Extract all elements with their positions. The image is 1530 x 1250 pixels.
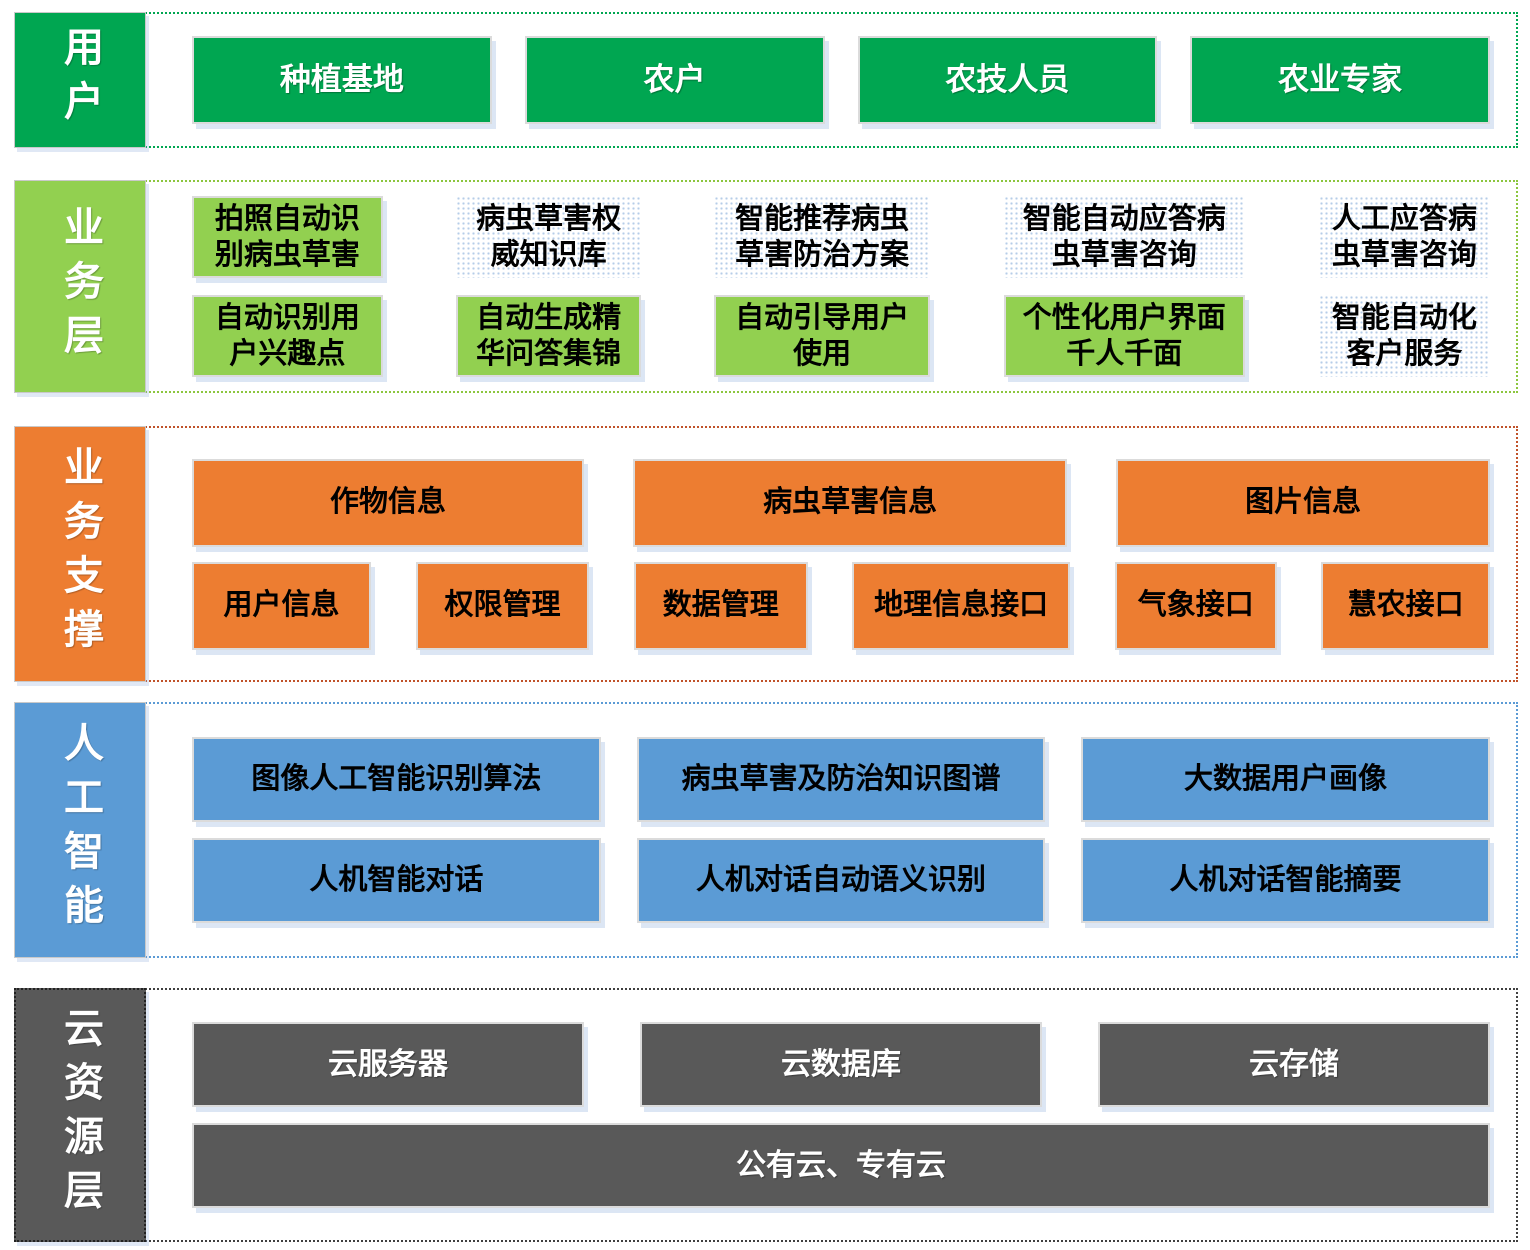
- support-row-1: 作物信息 病虫草害信息 图片信息: [192, 458, 1490, 547]
- support-row-2: 用户信息 权限管理 数据管理 地理信息接口 气象接口 慧农接口: [192, 561, 1490, 650]
- node-image-info: 图片信息: [1116, 458, 1490, 547]
- layer-cloud-content: 云服务器 云数据库 云存储 公有云、专有云: [192, 990, 1490, 1240]
- users-row: 种植基地 农户 农技人员 农业专家: [192, 36, 1490, 124]
- node-agri-expert: 农业专家: [1190, 36, 1490, 124]
- node-user-info: 用户信息: [192, 561, 372, 650]
- node-agri-technician: 农技人员: [857, 36, 1158, 124]
- node-dialog-summary: 人机对话智能摘要: [1081, 838, 1490, 923]
- node-human-machine-dialog: 人机智能对话: [192, 838, 601, 923]
- layer-cloud: 云资源层 云服务器 云数据库 云存储 公有云、专有云: [14, 988, 1518, 1242]
- node-planting-base: 种植基地: [192, 36, 492, 124]
- layer-ai-label: 人工智能: [14, 702, 146, 958]
- node-manual-answer-consult: 人工应答病 虫草害咨询: [1318, 196, 1490, 278]
- node-public-private-cloud: 公有云、专有云: [192, 1123, 1490, 1208]
- node-pest-knowledge-base: 病虫草害权 威知识库: [456, 196, 641, 278]
- ai-row-1: 图像人工智能识别算法 病虫草害及防治知识图谱 大数据用户画像: [192, 737, 1490, 822]
- layer-support-label: 业务支撑: [14, 426, 146, 682]
- node-huinong-interface: 慧农接口: [1321, 561, 1490, 650]
- layer-business-label: 业务层: [14, 180, 146, 393]
- layer-support-content: 作物信息 病虫草害信息 图片信息 用户信息 权限管理 数据管理 地理信息接口 气…: [192, 428, 1490, 680]
- cloud-row-1: 云服务器 云数据库 云存储: [192, 1022, 1490, 1107]
- node-permission-mgmt: 权限管理: [415, 561, 590, 650]
- node-bigdata-user-profile: 大数据用户画像: [1081, 737, 1490, 822]
- layer-users-label-text: 用户: [58, 26, 102, 134]
- layer-ai: 人工智能 图像人工智能识别算法 病虫草害及防治知识图谱 大数据用户画像 人机智能…: [14, 702, 1518, 958]
- node-image-ai-algorithm: 图像人工智能识别算法: [192, 737, 601, 822]
- node-smart-recommend-plan: 智能推荐病虫 草害防治方案: [714, 196, 930, 278]
- node-data-mgmt: 数据管理: [633, 561, 808, 650]
- node-auto-answer-consult: 智能自动应答病 虫草害咨询: [1003, 196, 1245, 278]
- node-pest-info: 病虫草害信息: [633, 458, 1067, 547]
- layer-support: 业务支撑 作物信息 病虫草害信息 图片信息 用户信息 权限管理 数据管理 地理信…: [14, 426, 1518, 682]
- node-auto-identify-interest: 自动识别用 户兴趣点: [192, 295, 383, 377]
- node-gis-interface: 地理信息接口: [852, 561, 1071, 650]
- node-photo-auto-identify: 拍照自动识 别病虫草害: [192, 196, 383, 278]
- node-auto-guide-user: 自动引导用户 使用: [714, 295, 930, 377]
- layer-support-label-text: 业务支撑: [58, 446, 102, 662]
- layer-cloud-label: 云资源层: [14, 988, 146, 1242]
- node-farmer: 农户: [524, 36, 825, 124]
- node-auto-generate-qa-digest: 自动生成精 华问答集锦: [456, 295, 641, 377]
- node-weather-interface: 气象接口: [1114, 561, 1277, 650]
- layer-users-label: 用户: [14, 12, 146, 148]
- layer-users: 用户 种植基地 农户 农技人员 农业专家: [14, 12, 1518, 148]
- node-cloud-database: 云数据库: [639, 1022, 1043, 1107]
- layer-users-content: 种植基地 农户 农技人员 农业专家: [192, 14, 1490, 146]
- node-smart-auto-service: 智能自动化 客户服务: [1318, 295, 1490, 377]
- business-row-1: 拍照自动识 别病虫草害 病虫草害权 威知识库 智能推荐病虫 草害防治方案 智能自…: [192, 196, 1490, 278]
- node-cloud-storage: 云存储: [1098, 1022, 1490, 1107]
- layer-business-label-text: 业务层: [58, 205, 102, 368]
- node-semantic-recognition: 人机对话自动语义识别: [636, 838, 1046, 923]
- layer-business: 业务层 拍照自动识 别病虫草害 病虫草害权 威知识库 智能推荐病虫 草害防治方案…: [14, 180, 1518, 393]
- layer-business-content: 拍照自动识 别病虫草害 病虫草害权 威知识库 智能推荐病虫 草害防治方案 智能自…: [192, 182, 1490, 391]
- layer-ai-content: 图像人工智能识别算法 病虫草害及防治知识图谱 大数据用户画像 人机智能对话 人机…: [192, 704, 1490, 956]
- node-cloud-server: 云服务器: [192, 1022, 584, 1107]
- layer-ai-label-text: 人工智能: [58, 722, 102, 938]
- ai-row-2: 人机智能对话 人机对话自动语义识别 人机对话智能摘要: [192, 838, 1490, 923]
- architecture-diagram: 用户 种植基地 农户 农技人员 农业专家 业务层 拍照自动识 别病虫草害 病虫草…: [14, 12, 1518, 1242]
- node-pest-knowledge-graph: 病虫草害及防治知识图谱: [636, 737, 1046, 822]
- node-personalized-ui: 个性化用户界面 千人千面: [1003, 295, 1245, 377]
- node-crop-info: 作物信息: [192, 458, 584, 547]
- cloud-row-2: 公有云、专有云: [192, 1123, 1490, 1208]
- layer-cloud-label-text: 云资源层: [58, 1007, 102, 1223]
- business-row-2: 自动识别用 户兴趣点 自动生成精 华问答集锦 自动引导用户 使用 个性化用户界面…: [192, 295, 1490, 377]
